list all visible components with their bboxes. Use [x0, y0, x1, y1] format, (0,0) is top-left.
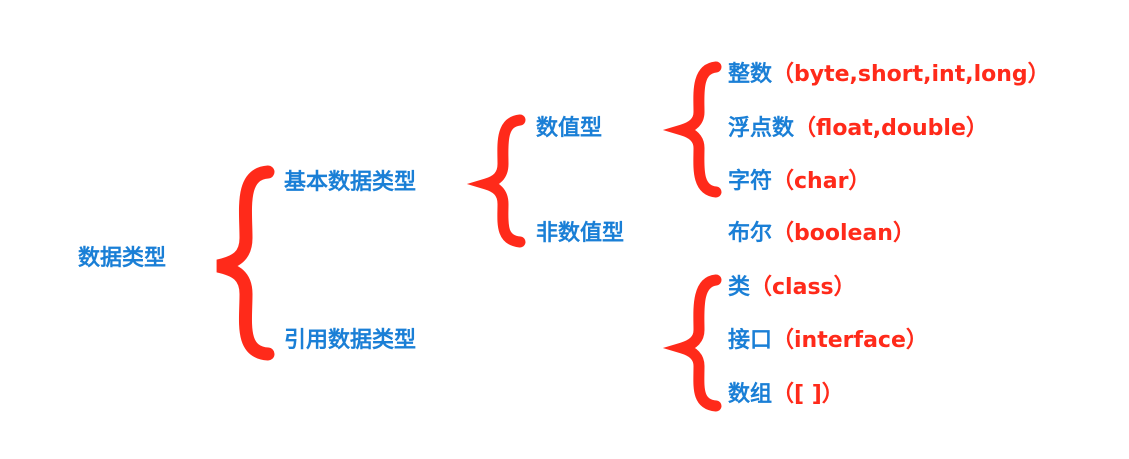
- leaf-boolean: 布尔（boolean）: [728, 219, 915, 249]
- non-numeric-type-label: 非数值型: [536, 221, 625, 246]
- leaf-array-cn: 数组: [728, 382, 773, 407]
- leaf-class-cn: 类: [728, 275, 751, 300]
- leaf-boolean-cn: 布尔: [728, 221, 773, 246]
- root-brace: [216, 165, 275, 361]
- leaf-class: 类（class）: [728, 273, 856, 303]
- basic-brace: [466, 114, 526, 248]
- leaf-interface: 接口（interface）: [728, 326, 928, 356]
- reference-type-label: 引用数据类型: [284, 328, 417, 353]
- leaf-integer: 整数（byte,short,int,long）: [728, 60, 1050, 90]
- leaf-integer-cn: 整数: [728, 62, 773, 87]
- leaf-char-cn: 字符: [728, 169, 773, 194]
- leaf-integer-en: （byte,short,int,long）: [772, 62, 1050, 87]
- root-label: 数据类型: [78, 246, 167, 271]
- leaf-array-en: （[ ]）: [772, 382, 844, 407]
- leaf-boolean-en: （boolean）: [772, 221, 915, 246]
- leaf-array: 数组（[ ]）: [728, 380, 844, 410]
- leaf-char: 字符（char）: [728, 167, 870, 197]
- leaf-float-cn: 浮点数: [728, 116, 795, 141]
- leaf-interface-cn: 接口: [728, 328, 773, 353]
- leaf-char-en: （char）: [772, 169, 871, 194]
- leaf-interface-en: （interface）: [772, 328, 928, 353]
- numeric-brace: [662, 61, 722, 198]
- leaf-class-en: （class）: [750, 275, 856, 300]
- leaf-float-en: （float,double）: [794, 116, 988, 141]
- leaf-float: 浮点数（float,double）: [728, 114, 988, 144]
- basic-type-label: 基本数据类型: [284, 170, 417, 195]
- reference-brace: [662, 274, 722, 412]
- numeric-type-label: 数值型: [536, 116, 603, 141]
